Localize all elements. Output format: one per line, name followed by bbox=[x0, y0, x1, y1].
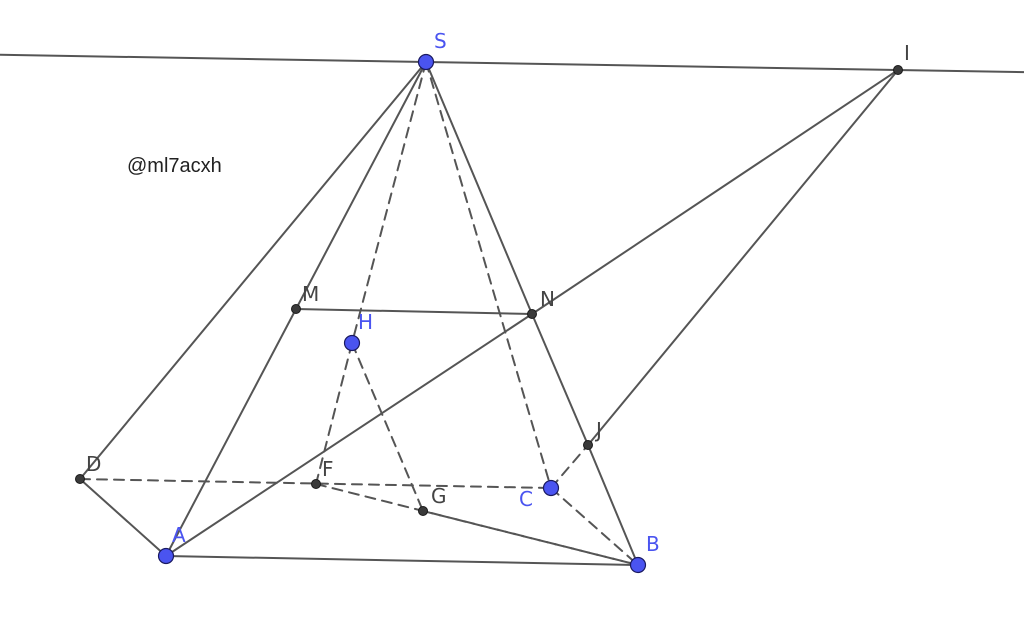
label-a: A bbox=[172, 523, 186, 547]
segment-sh bbox=[351, 61, 427, 344]
lines-layer bbox=[0, 53, 1024, 74]
segment-ij bbox=[587, 69, 899, 446]
segment-cj bbox=[550, 444, 589, 489]
segment-ma bbox=[165, 308, 297, 557]
points-layer bbox=[75, 53, 903, 574]
segment-fb bbox=[315, 483, 639, 566]
label-g: G bbox=[431, 484, 447, 508]
segment-sc bbox=[425, 61, 552, 489]
segment-dc bbox=[79, 478, 552, 489]
segment-hg bbox=[351, 342, 424, 512]
segment-sd bbox=[79, 61, 427, 480]
point-n bbox=[527, 309, 537, 319]
segment-ni bbox=[531, 69, 899, 315]
label-n: N bbox=[540, 287, 555, 311]
segment-cb bbox=[550, 487, 639, 566]
segment-hf bbox=[315, 342, 353, 485]
segment-nj bbox=[531, 313, 589, 446]
segment-an bbox=[165, 313, 533, 557]
segments-layer bbox=[79, 61, 899, 566]
labels-layer: S I M N H D F G C J A B bbox=[86, 29, 910, 556]
label-h: H bbox=[358, 310, 373, 334]
label-i: I bbox=[904, 41, 910, 65]
point-b bbox=[629, 556, 647, 574]
point-c bbox=[542, 479, 560, 497]
point-j bbox=[583, 440, 593, 450]
point-s bbox=[417, 53, 435, 71]
point-m bbox=[291, 304, 301, 314]
line-si bbox=[0, 53, 1024, 74]
label-d: D bbox=[86, 452, 101, 476]
segment-jb bbox=[587, 444, 639, 566]
label-m: M bbox=[302, 282, 319, 306]
watermark-text: @ml7acxh bbox=[127, 155, 222, 177]
label-j: J bbox=[594, 418, 602, 442]
point-g bbox=[418, 506, 428, 516]
point-i bbox=[893, 65, 903, 75]
segment-gb bbox=[422, 510, 639, 566]
point-f bbox=[311, 479, 321, 489]
segment-mn bbox=[295, 308, 533, 315]
label-b: B bbox=[646, 532, 660, 556]
point-d bbox=[75, 474, 85, 484]
segment-sm bbox=[295, 61, 427, 310]
point-a bbox=[157, 547, 175, 565]
point-h bbox=[343, 334, 361, 352]
label-c: C bbox=[519, 487, 533, 511]
label-f: F bbox=[322, 457, 334, 481]
segment-ab bbox=[165, 555, 639, 566]
label-s: S bbox=[434, 29, 447, 53]
segment-da bbox=[79, 478, 167, 557]
segment-sn bbox=[425, 61, 533, 315]
